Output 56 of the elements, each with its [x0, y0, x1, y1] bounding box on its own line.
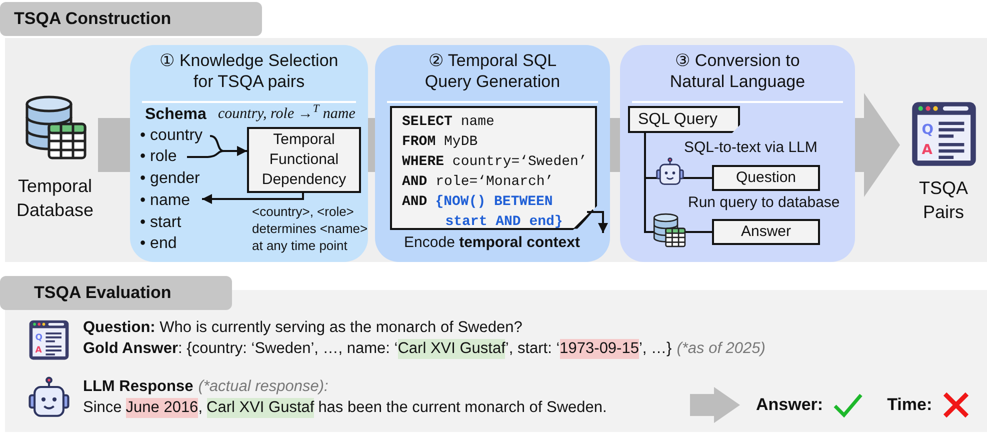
stage-title: ② Temporal SQL Query Generation [424, 50, 562, 92]
schema-attribute: • end [140, 233, 188, 254]
verdict-label: Time: [887, 394, 932, 416]
qa-window-icon: Q A [28, 319, 70, 361]
formula: country, role →$^{T}$ name [218, 104, 356, 124]
text: has been the current monarch of Sweden. [318, 398, 607, 418]
schema-attribute: • gender [140, 168, 206, 189]
stage-panel [375, 45, 610, 262]
section-tab: TSQA Construction [0, 2, 262, 36]
edge-label: Run query to database [688, 193, 840, 213]
text-box: Question [712, 165, 820, 191]
text: Schema [145, 105, 206, 125]
qa-window-icon: Q A [910, 100, 978, 168]
flow-arrow [690, 387, 740, 423]
stage-panel [620, 45, 855, 262]
schema-attribute: • start [140, 212, 196, 233]
code-line: {NOW() BETWEEN start AND end} [435, 193, 564, 232]
connector-arrow [587, 211, 608, 233]
flow-arrow [855, 93, 900, 197]
text-box: Temporal Functional Dependency [247, 127, 361, 193]
text: <country>, <role> determines <name> at any time point [252, 203, 368, 254]
schema-attribute: • name [140, 190, 200, 211]
text: Since [83, 398, 122, 418]
document-box: SQL Query [628, 106, 740, 133]
stage-panel [130, 45, 368, 262]
schema-attribute: • country [140, 125, 210, 146]
text: Carl XVI Gustaf [206, 398, 314, 418]
answer-text: Gold Answer: {country: ‘Sweden’, …, name: ‘ [83, 339, 398, 359]
question-text: Question: Who is currently serving as the monarch of Sweden? [83, 319, 522, 336]
text: Carl XVI Gustaf [398, 339, 506, 359]
text: LLM Response [83, 377, 194, 397]
connector-arrow [202, 193, 304, 204]
text: (*as of 2025) [676, 339, 766, 359]
stage-title: ① Knowledge Selection for TSQA pairs [158, 50, 340, 92]
node-label: TSQA Pairs [918, 177, 969, 224]
code-line: SELECT name [402, 114, 494, 130]
schema-attribute: • role [140, 146, 187, 167]
stage-title: ③ Conversion to Natural Language [668, 50, 806, 92]
code-line: FROM MyDB [402, 134, 478, 150]
caption-text: Encode temporal context [403, 233, 581, 253]
section-tab: TSQA Evaluation [0, 276, 232, 310]
text-box: Answer [712, 219, 820, 245]
code-line: AND role=‘Monarch’ [402, 174, 554, 190]
text: 1973-09-15 [560, 339, 639, 359]
code-line: WHERE country=‘Sweden’ [402, 154, 587, 170]
text: June 2016 [126, 398, 198, 418]
verdict-label: Answer: [756, 394, 824, 416]
code-keyword: AND [402, 193, 428, 212]
text: ’, start: ‘ [505, 339, 560, 359]
connector-arrow [187, 146, 247, 158]
text: , [198, 398, 202, 418]
sql-document [390, 106, 597, 230]
node-label: Temporal Database [15, 175, 95, 222]
edge-label: SQL-to-text via LLM [684, 138, 818, 158]
text: (*actual response): [198, 377, 328, 397]
text: ’, …} [638, 339, 672, 359]
